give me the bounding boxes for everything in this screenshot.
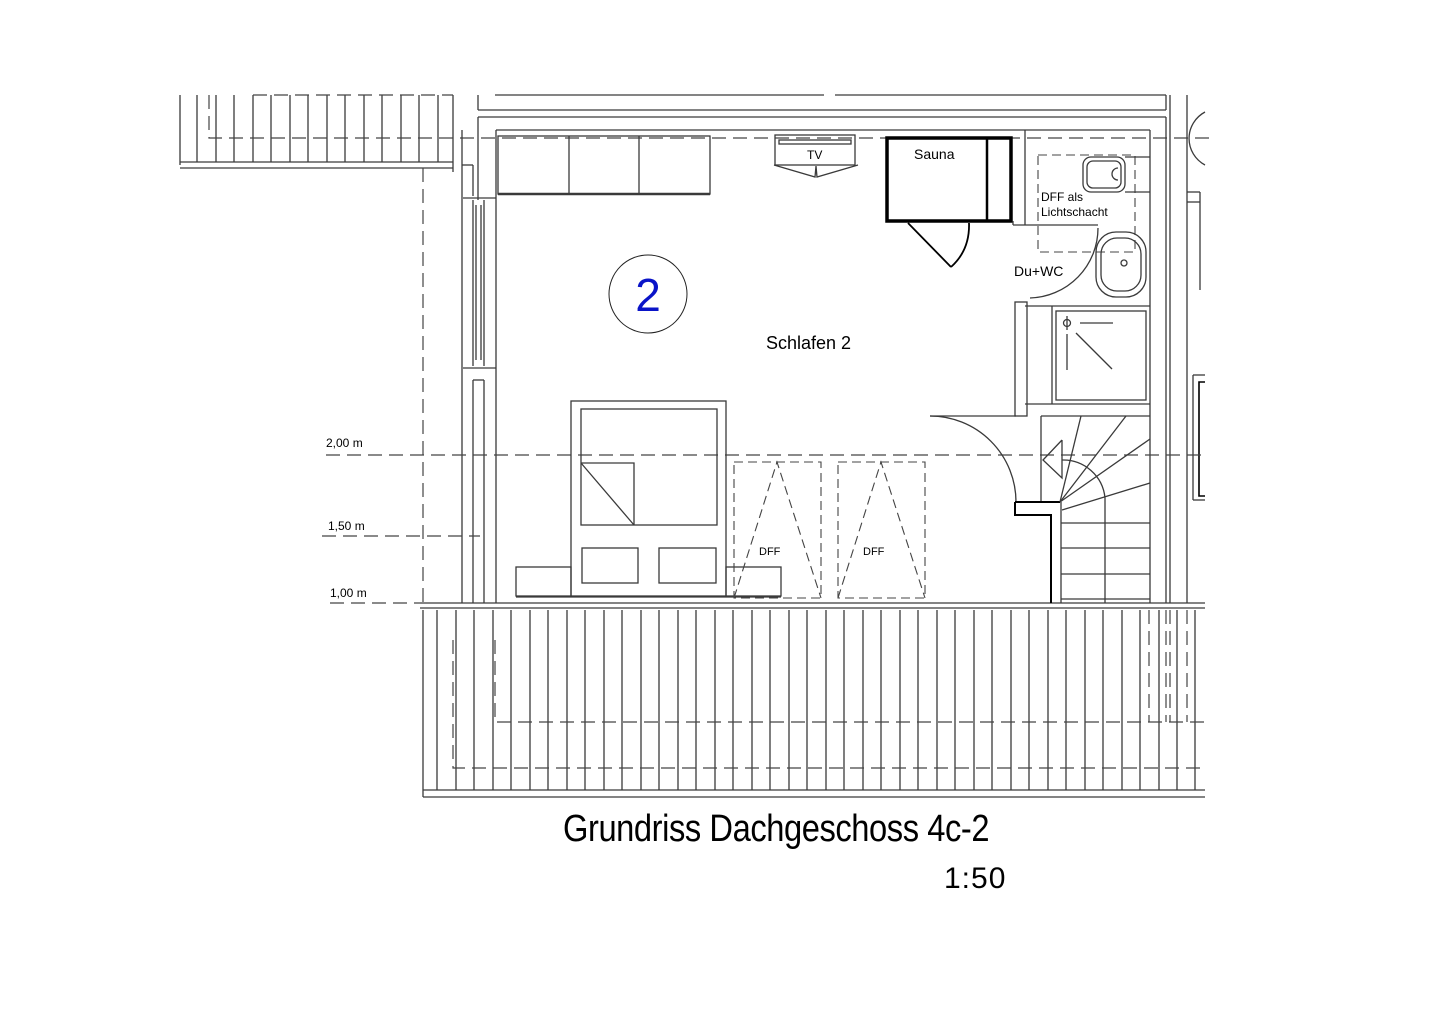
- roof-battens-bottom: [422, 610, 1205, 798]
- drawing-title: Grundriss Dachgeschoss 4c-2: [563, 808, 990, 850]
- height-label-2m: 2,00 m: [326, 436, 363, 450]
- tv-unit: TV: [773, 134, 859, 178]
- bedroom-label: Schlafen 2: [766, 333, 851, 353]
- bed: [515, 400, 782, 598]
- room-tag: 2: [608, 254, 688, 334]
- walls: [420, 94, 1206, 609]
- skylight-1-label: DFF: [759, 546, 781, 558]
- height-markers: 2,00 m 1,50 m 1,00 m: [322, 168, 1205, 604]
- sauna: Sauna: [885, 136, 1013, 268]
- staircase: [929, 415, 1151, 603]
- height-label-1-5m: 1,50 m: [328, 519, 365, 533]
- room-number: 2: [635, 269, 661, 321]
- lightshaft-label-line1: DFF als: [1041, 190, 1083, 204]
- lightshaft-label-line2: Lichtschacht: [1041, 205, 1108, 219]
- skylight-2: DFF: [837, 460, 926, 599]
- tv-label: TV: [807, 148, 822, 162]
- bathroom: DFF als Lichtschacht Du+WC: [1012, 130, 1150, 417]
- skylight-2-label: DFF: [863, 546, 885, 558]
- bathroom-label: Du+WC: [1014, 263, 1063, 279]
- sauna-label: Sauna: [914, 146, 955, 162]
- roof-battens-top-left: [179, 94, 1210, 172]
- drawing-scale: 1:50: [944, 862, 1007, 895]
- skylight-1: DFF: [733, 460, 822, 599]
- wardrobe: [497, 135, 711, 196]
- height-label-1m: 1,00 m: [330, 586, 367, 600]
